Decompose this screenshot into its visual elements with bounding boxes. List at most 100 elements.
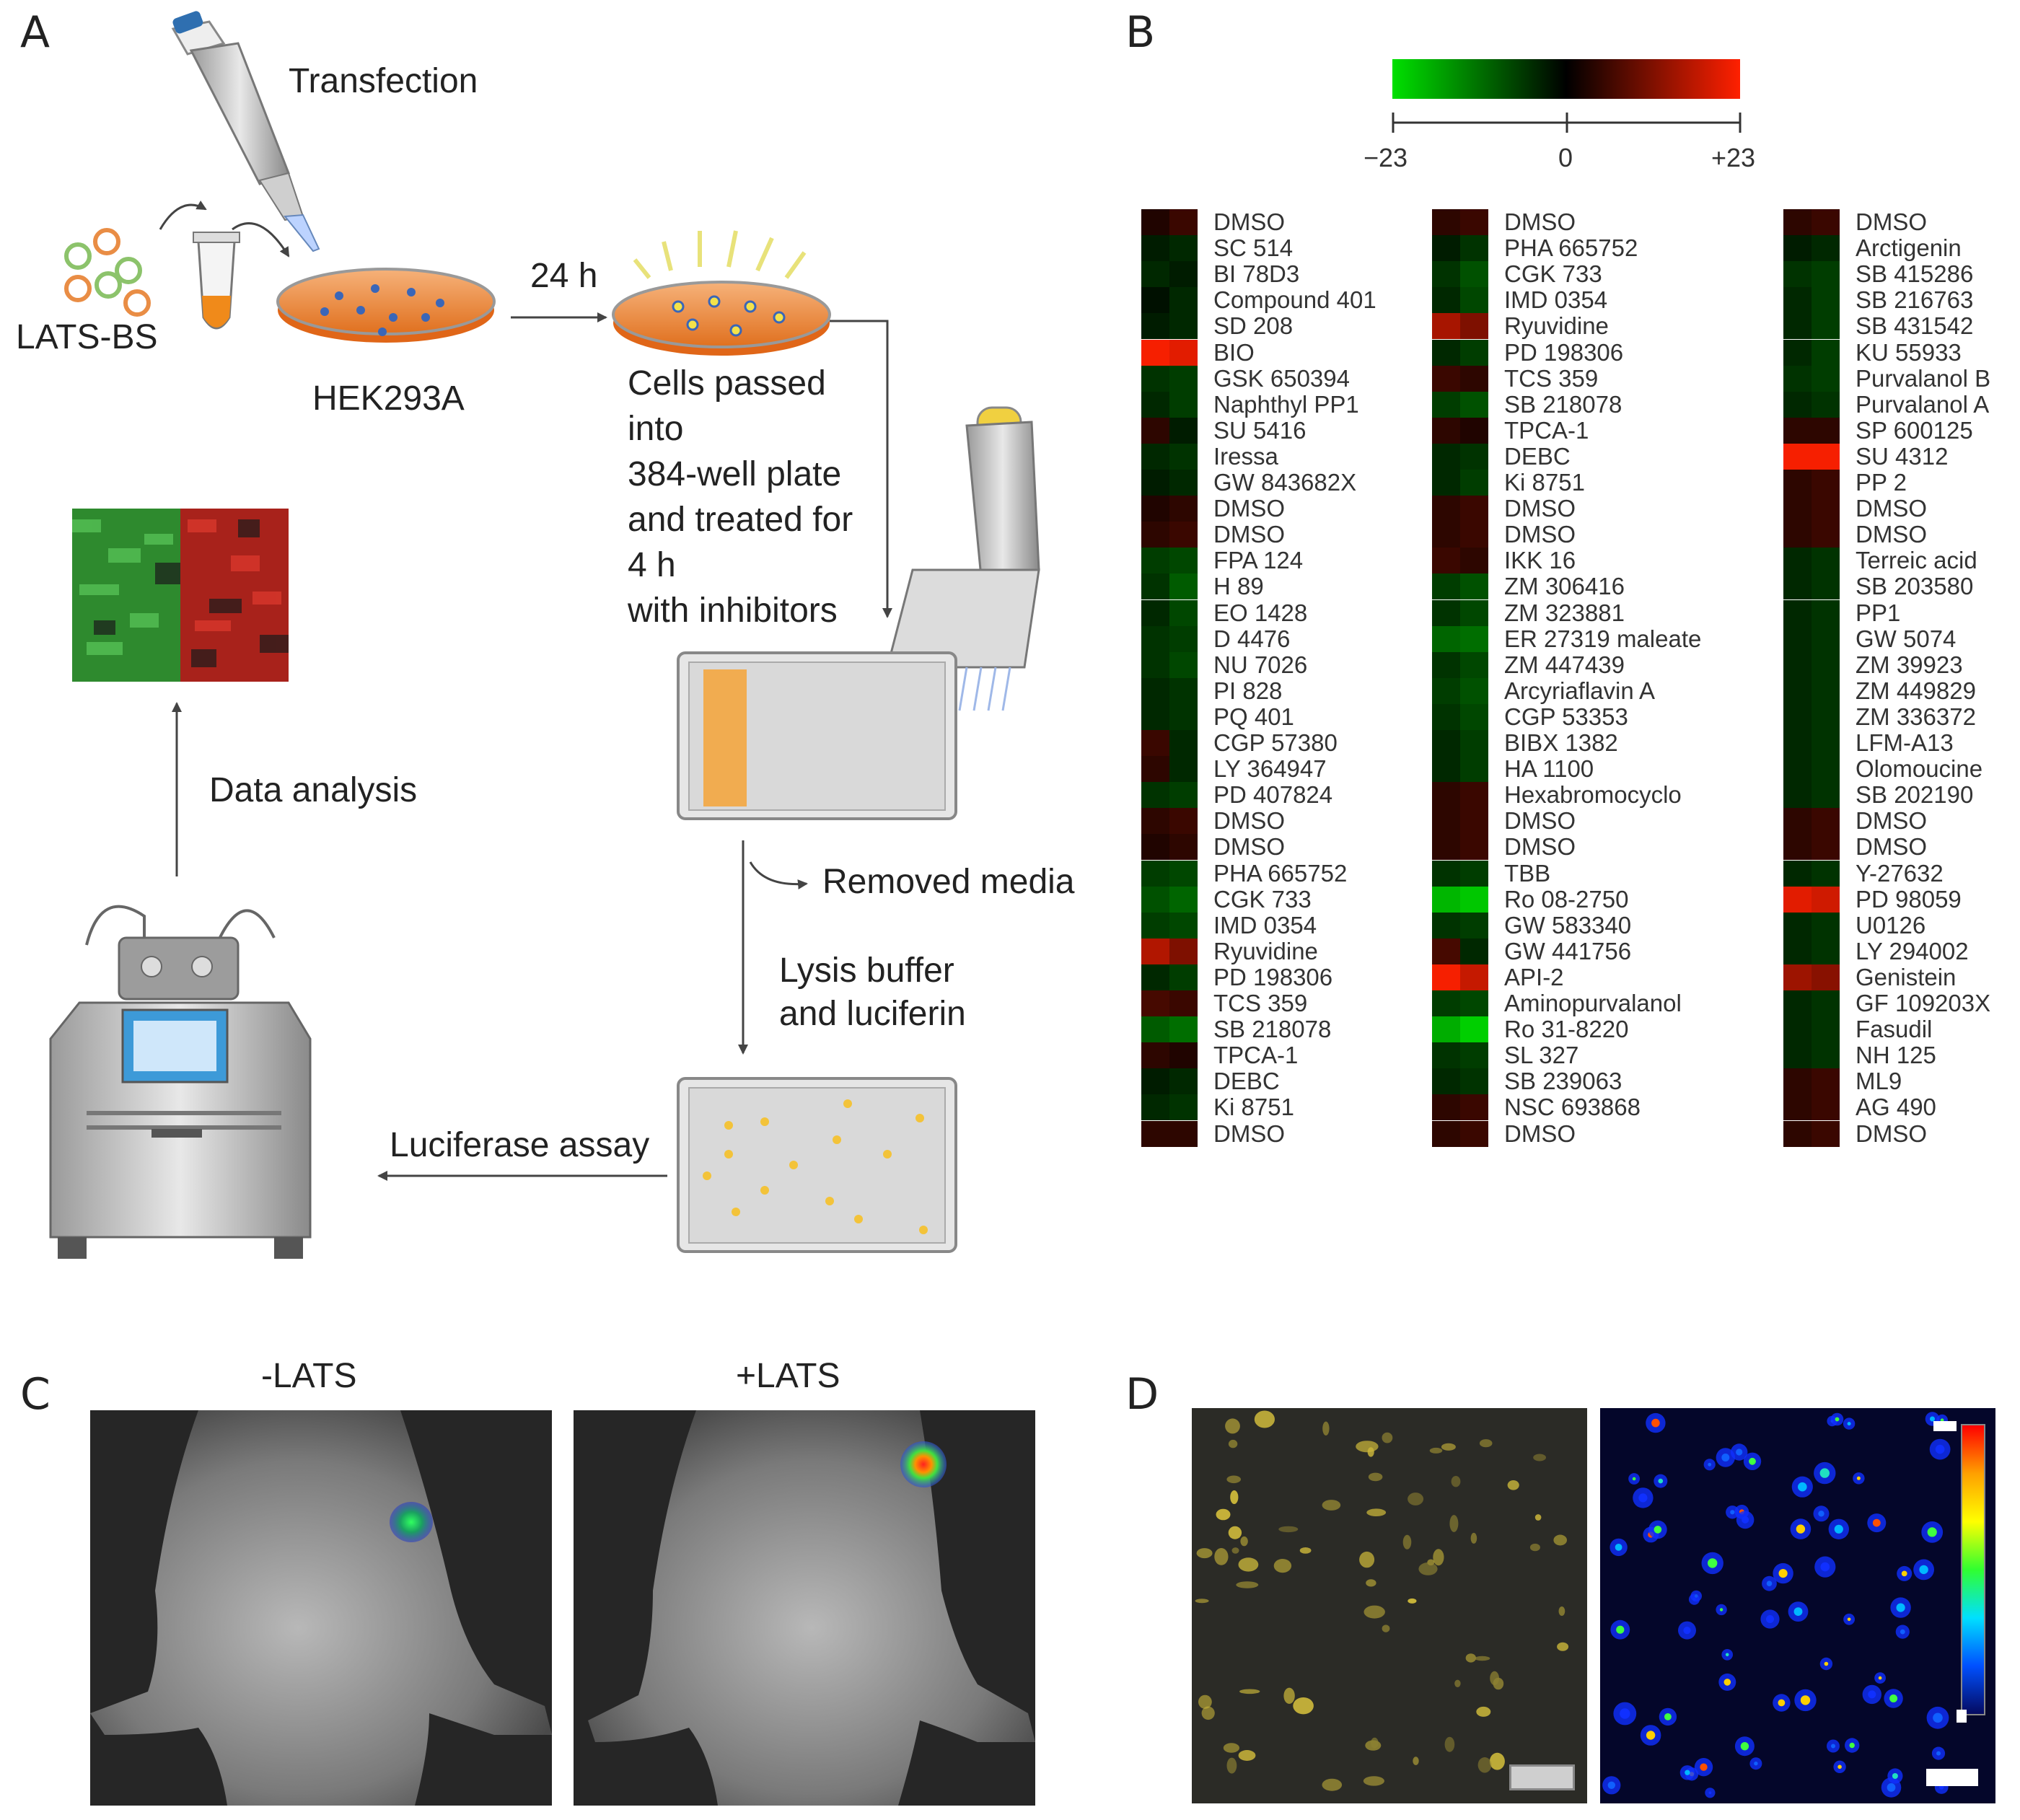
heatmap-cell [1169,1120,1198,1147]
heatmap-cell [1460,443,1488,470]
heatmap-row-label: PD 98059 [1856,885,1962,913]
pipette-icon [171,11,320,252]
heatmap-cell [1460,730,1488,756]
heatmap-row-label: SB 203580 [1856,573,1974,600]
heatmap-cell [1783,496,1812,522]
heatmap-cell [1812,756,1840,783]
heatmap-row-label: CGP 53353 [1504,703,1628,730]
heatmap-cell [1783,599,1812,626]
heatmap-row [1783,1068,1840,1095]
heatmap-cell [1812,1068,1840,1095]
heatmap-cell [1432,1068,1460,1095]
heatmap-cell [1432,470,1460,496]
heatmap-cell [1169,573,1198,600]
heatmap-row [1783,548,1840,574]
heatmap-row [1432,730,1488,756]
heatmap-cell [1783,522,1812,548]
heatmap-row [1141,938,1198,964]
heatmap-cell [1460,808,1488,835]
heatmap-row-label: DEBC [1213,1068,1280,1095]
heatmap-cell [1169,287,1198,314]
heatmap-cell [1432,808,1460,835]
heatmap-cell [1169,651,1198,678]
heatmap-cell [1169,912,1198,938]
heatmap-cell [1141,1120,1169,1147]
heatmap-cell [1141,677,1169,704]
heatmap-row-label: GSK 650394 [1213,364,1350,392]
heatmap-cell [1169,1094,1198,1121]
heatmap-cell [1432,339,1460,366]
heatmap-cell [1169,313,1198,340]
heatmap-row-label: HA 1100 [1504,755,1594,783]
heatmap-cell [1812,470,1840,496]
heatmap-cell [1432,496,1460,522]
heatmap-cell [1141,964,1169,990]
heatmap-cell [1812,912,1840,938]
heatmap-cell [1812,651,1840,678]
heatmap-cell [1432,1120,1460,1147]
heatmap-row [1141,313,1198,340]
heatmap-cell [1432,522,1460,548]
heatmap-cell [1460,912,1488,938]
heatmap-row [1141,756,1198,783]
heatmap-row [1141,287,1198,314]
heatmap-row [1783,703,1840,730]
heatmap-row [1141,651,1198,678]
heatmap-cell [1812,860,1840,887]
heatmap-cell [1141,470,1169,496]
heatmap-cell [1141,1042,1169,1069]
heatmap-cell [1783,756,1812,783]
heatmap-cell [1783,1094,1812,1121]
heatmap-cell [1460,782,1488,809]
heatmap-row [1432,443,1488,470]
heatmap-cell [1783,287,1812,314]
heatmap-row-label: LFM-A13 [1856,729,1954,756]
heatmap-row-label: SU 5416 [1213,416,1307,444]
heatmap-cell [1169,261,1198,288]
heatmap-row-label: SB 239063 [1504,1068,1622,1095]
heatmap-row [1141,391,1198,418]
heatmap-row-label: BIBX 1382 [1504,729,1618,756]
heatmap-cell [1783,573,1812,600]
heatmap-row-label: TCS 359 [1213,990,1308,1016]
heatmap-cell [1141,391,1169,418]
heatmap-cell [1169,339,1198,366]
heatmap-row-label: DMSO [1213,1120,1285,1147]
heatmap-cell [1432,261,1460,288]
heatmap-cell [1460,651,1488,678]
heatmap-cell [1460,860,1488,887]
heatmap-cell [1432,990,1460,1016]
heatmap-cell [1169,938,1198,964]
heatmap-cell [1460,365,1488,392]
heatmap-row [1432,287,1488,314]
well-plate-2-icon [677,1077,957,1253]
mouse-image-plus-lats [574,1410,1035,1806]
heatmap-cell [1783,912,1812,938]
lysis-label-2: and luciferin [779,995,966,1033]
heatmap-cell [1783,834,1812,861]
heatmap-cell [1169,782,1198,809]
heatmap-row-label: H 89 [1213,573,1264,600]
heatmap-row-label: Arcyriaflavin A [1504,677,1656,704]
heatmap-row [1432,1016,1488,1043]
heatmap-row-label: SC 514 [1213,234,1294,262]
heatmap-row [1783,287,1840,314]
heatmap-cell [1141,1068,1169,1095]
heatmap-cell [1432,938,1460,964]
fluorescence-image [1192,1408,1587,1803]
heatmap-row-label: SL 327 [1504,1042,1579,1069]
heatmap-cell [1460,417,1488,444]
heatmap-cell [1141,339,1169,366]
heatmap-cell [1141,730,1169,756]
heatmap-cell [1432,912,1460,938]
heatmap-row [1141,782,1198,809]
plasmid-icons [64,228,151,317]
heatmap-cell [1812,886,1840,913]
intensity-colorbar [1961,1424,1985,1715]
heatmap-cell [1460,1120,1488,1147]
heatmap-row [1432,964,1488,990]
heatmap-cell [1432,886,1460,913]
heatmap-cell [1141,990,1169,1016]
heatmap-row-label: PHA 665752 [1213,859,1348,887]
heatmap-row [1783,1094,1840,1121]
